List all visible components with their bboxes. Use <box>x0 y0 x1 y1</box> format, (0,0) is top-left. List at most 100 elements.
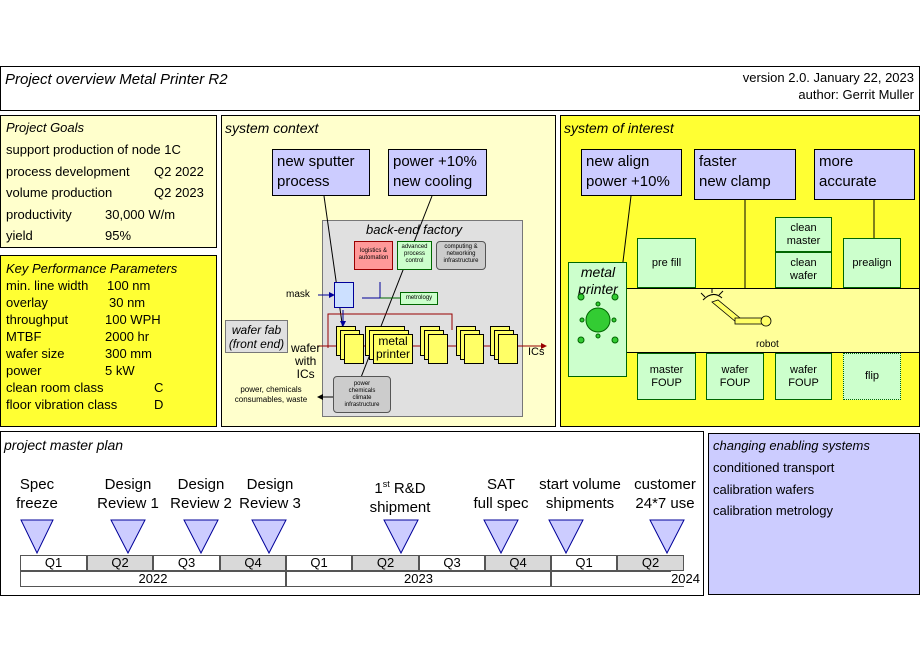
author-label: author: Gerrit Muller <box>798 87 914 102</box>
kpp-value-3: 2000 hr <box>105 329 150 344</box>
robot-arm-icon <box>700 288 772 327</box>
milestone-marker-3 <box>251 519 287 555</box>
milestone-2-l2: Review 2 <box>170 495 232 512</box>
milestone-6-l2: shipments <box>545 495 615 512</box>
clean-wafer-box: clean wafer <box>775 252 832 288</box>
context-metal-line1: metal <box>378 334 408 348</box>
context-metal-line2: printer <box>375 347 410 361</box>
quarter-3: Q4 <box>220 555 286 571</box>
context-callout-power: power +10% new cooling <box>388 149 487 196</box>
soi-callout-align: new align power +10% <box>581 149 682 196</box>
year-2024-label: 2024 <box>671 571 700 586</box>
enabling-title: changing enabling systems <box>713 438 870 453</box>
mask-icon <box>334 282 354 308</box>
milestone-marker-6 <box>548 519 584 555</box>
ics-output-label: ICs <box>528 346 545 358</box>
kpp-value-5: 5 kW <box>105 363 135 378</box>
project-goals-panel: Project Goals support production of node… <box>0 115 217 248</box>
soi-metal-line1: metal <box>580 264 616 280</box>
year-2023: 2023 <box>286 571 551 587</box>
wafer-with-ics-label: wafer with ICs <box>291 342 320 381</box>
master-foup-box: master FOUP <box>637 353 696 400</box>
infrastructure-box: power chemicals climate infrastructure <box>333 376 391 413</box>
year-2022: 2022 <box>20 571 286 587</box>
soi-metal-line2: printer <box>578 281 618 297</box>
quarter-2: Q3 <box>153 555 220 571</box>
milestone-6: start volume shipments <box>534 475 626 513</box>
wafer-with-line3: ICs <box>296 367 315 381</box>
wafer-stage-icon <box>585 307 611 333</box>
milestone-7-l2: 24*7 use <box>635 495 695 512</box>
accurate-line2: accurate <box>819 173 877 190</box>
sputter-line1: new sputter <box>277 153 355 170</box>
align-line1: new align <box>586 153 650 170</box>
mask-label: mask <box>286 289 310 300</box>
goals-title: Project Goals <box>6 120 85 135</box>
quarter-1: Q2 <box>87 555 153 571</box>
kpp-label-6: clean room class <box>6 380 104 395</box>
clean-master-box: clean master <box>775 217 832 252</box>
quarter-5: Q2 <box>352 555 419 571</box>
soi-metal-printer-label: metal printer <box>570 264 626 298</box>
kpp-value-0: 100 nm <box>107 278 151 293</box>
milestone-4-l1: 1st R&D <box>374 479 426 497</box>
milestone-4: 1st R&D shipment <box>358 475 442 517</box>
consumables-label: power, chemicals consumables, waste <box>227 385 315 405</box>
goals-value-1: Q2 2023 <box>154 185 204 200</box>
robot-label: robot <box>756 339 779 350</box>
kpp-value-1: 30 nm <box>109 295 146 310</box>
kpp-label-0: min. line width <box>6 278 89 293</box>
milestone-marker-5 <box>483 519 519 555</box>
system-context-title: system context <box>225 120 319 136</box>
kpp-label-3: MTBF <box>6 329 42 344</box>
milestone-marker-0 <box>20 519 54 555</box>
goals-label-0: process development <box>6 164 130 179</box>
consumables-line1: power, chemicals <box>240 385 302 394</box>
milestone-1-l2: Review 1 <box>97 495 159 512</box>
milestone-7-l1: customer <box>634 476 696 493</box>
sputter-line2: process <box>277 173 330 190</box>
milestone-4-l2: shipment <box>369 499 431 516</box>
milestone-3-l1: Design <box>246 476 294 493</box>
quarter-4: Q1 <box>286 555 352 571</box>
quarter-0: Q1 <box>20 555 87 571</box>
enabling-item-2: calibration metrology <box>713 503 833 518</box>
computing-box: computing & networking infrastructure <box>436 241 486 270</box>
clamp-line2: new clamp <box>699 173 771 190</box>
quarter-7: Q4 <box>485 555 551 571</box>
milestone-5: SAT full spec <box>466 475 536 513</box>
enabling-item-1: calibration wafers <box>713 482 815 497</box>
master-plan-title: project master plan <box>4 437 124 453</box>
milestone-5-l1: SAT <box>486 476 516 493</box>
goals-value-0: Q2 2022 <box>154 164 204 179</box>
quarter-8: Q1 <box>551 555 617 571</box>
clamp-line1: faster <box>699 153 737 170</box>
milestone-marker-4 <box>383 519 419 555</box>
goals-label-3: yield <box>6 228 33 243</box>
version-label: version 2.0. January 22, 2023 <box>742 70 914 85</box>
page-title: Project overview Metal Printer R2 <box>5 71 228 88</box>
milestone-2: Design Review 2 <box>165 475 237 513</box>
kpp-value-6: C <box>154 380 164 395</box>
quarter-6: Q3 <box>419 555 485 571</box>
milestone-6-l1: start volume <box>539 476 621 493</box>
header-panel: Project overview Metal Printer R2 versio… <box>0 66 920 111</box>
context-callout-sputter: new sputter process <box>272 149 370 196</box>
flip-box: flip <box>843 353 901 400</box>
kpp-label-4: wafer size <box>6 346 65 361</box>
accurate-line1: more <box>819 153 854 170</box>
kpp-value-2: 100 WPH <box>105 312 161 327</box>
consumables-line2: consumables, waste <box>234 395 308 404</box>
advanced-process-box: advanced process control <box>397 241 432 270</box>
kpp-label-5: power <box>6 363 42 378</box>
wafer-fab-box: wafer fab (front end) <box>225 320 288 353</box>
enabling-item-0: conditioned transport <box>713 460 835 475</box>
wafer-with-line2: with <box>295 354 317 368</box>
wafer-fab-line2: (front end) <box>228 337 285 351</box>
master-plan-panel: project master plan <box>0 431 704 596</box>
logistics-box: logistics & automation <box>354 241 393 270</box>
milestone-3: Design Review 3 <box>234 475 306 513</box>
kpp-title: Key Performance Parameters <box>6 261 178 276</box>
quarter-9: Q2 <box>617 555 684 571</box>
